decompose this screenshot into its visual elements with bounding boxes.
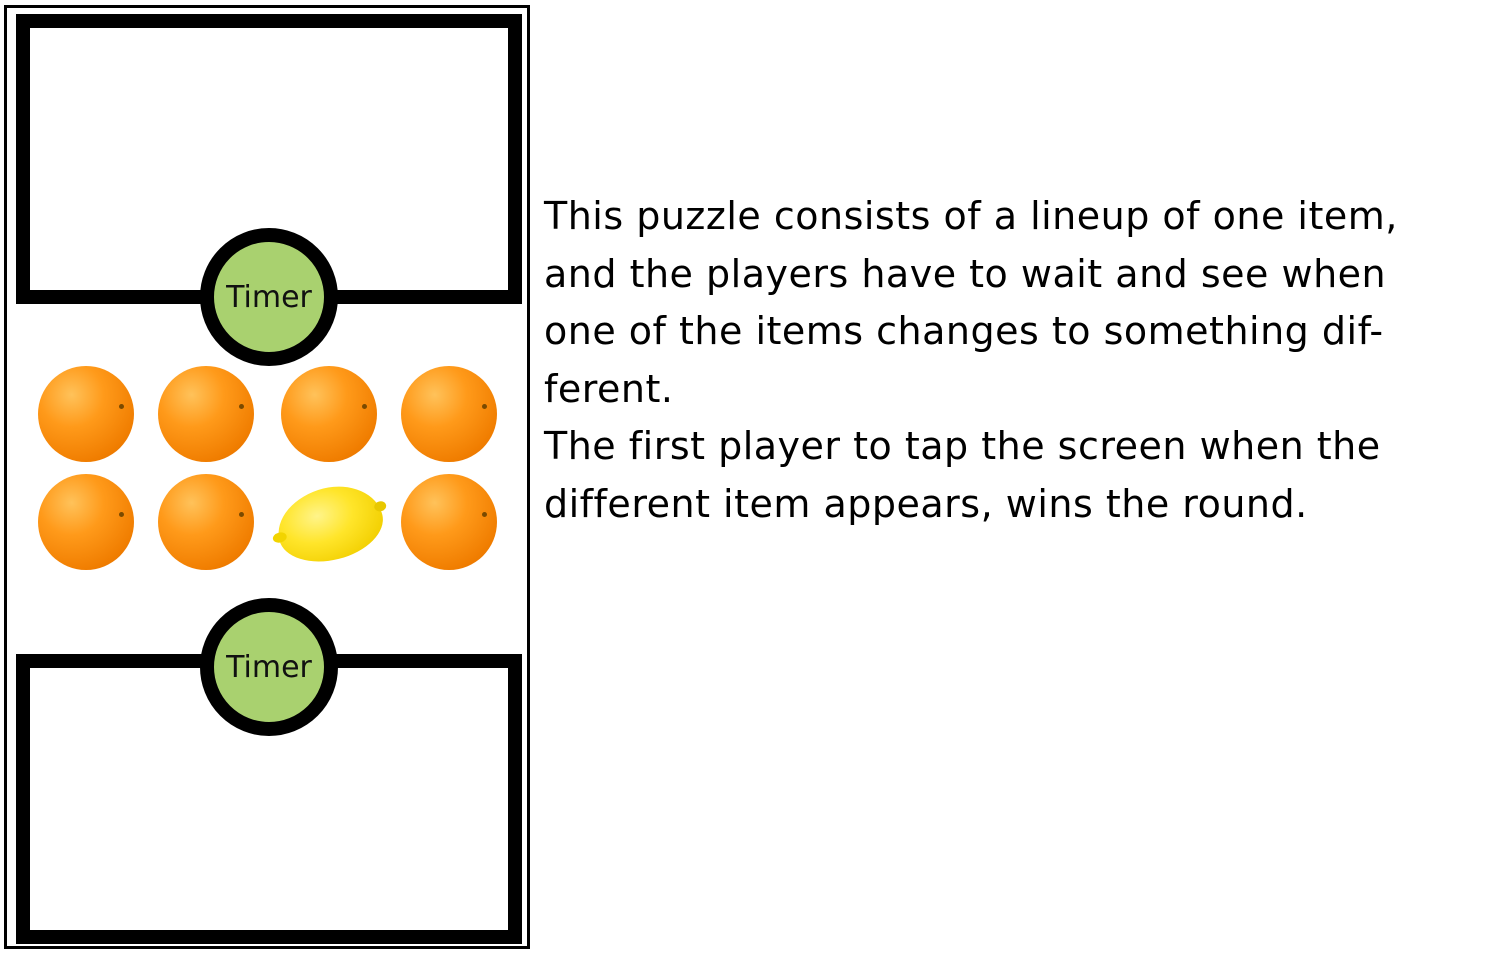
description-line-5: The first player to tap the screen when … (544, 424, 1381, 468)
item-4 (399, 364, 499, 464)
timer-bottom-label: Timer (226, 649, 312, 685)
timer-bottom: Timer (200, 598, 338, 736)
timer-top: Timer (200, 228, 338, 366)
orange-icon (158, 474, 254, 570)
item-7-different (269, 472, 391, 572)
lemon-icon (269, 476, 391, 572)
orange-icon (401, 474, 497, 570)
orange-icon (158, 366, 254, 462)
description-line-2: and the players have to wait and see whe… (544, 251, 1387, 296)
item-2 (156, 364, 256, 464)
item-3 (279, 364, 379, 464)
timer-top-label: Timer (226, 279, 312, 315)
orange-icon (38, 474, 134, 570)
item-1 (36, 364, 136, 464)
item-grid (36, 364, 506, 574)
item-8 (399, 472, 499, 572)
description-line-6: different item appears, wins the round. (544, 481, 1308, 526)
orange-icon (401, 366, 497, 462)
game-description: This puzzle consists of a lineup of one … (544, 188, 1484, 533)
description-line-3: one of the items changes to something di… (544, 309, 1384, 353)
orange-icon (38, 366, 134, 462)
description-line-1: This puzzle consists of a lineup of one … (544, 194, 1398, 238)
item-6 (156, 472, 256, 572)
item-5 (36, 472, 136, 572)
orange-icon (281, 366, 377, 462)
description-line-4: ferent. (544, 366, 674, 411)
